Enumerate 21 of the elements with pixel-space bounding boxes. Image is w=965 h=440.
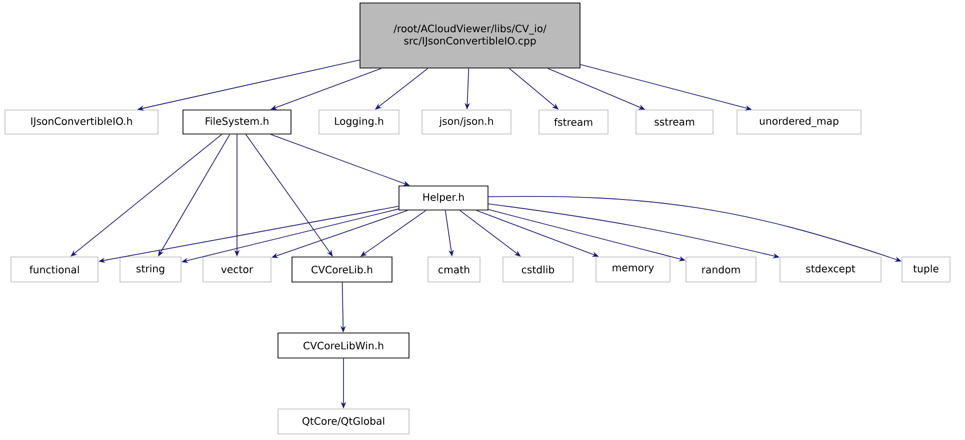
header-box: tuple [902,256,950,282]
header-box: cmath [428,256,480,282]
header-box: stdexcept [780,256,882,282]
header-box: cstdlib [502,256,574,282]
header-box: CVCoreLib.h [292,256,392,282]
header-box: Helper.h [398,186,488,210]
header-box: sstream [636,110,714,134]
header-box: CVCoreLibWin.h [278,332,410,358]
header-box: unordered_map [736,110,862,134]
header-box: vector [202,256,272,282]
header-box: functional [10,256,98,282]
file-box: /root/ACloudViewer/libs/CV_io/src/IJsonConvertibleIO.cpp [360,2,580,68]
header-box: IJsonConvertibleIO.h [4,110,158,134]
header-box: fstream [538,110,608,134]
header-box: string [120,256,182,282]
header-box: memory [596,256,670,282]
header-box: json/json.h [422,110,512,134]
header-box: Logging.h [318,110,400,134]
header-box: random [686,256,756,282]
header-box: FileSystem.h [182,110,292,134]
header-box: QtCore/QtGlobal [278,408,410,434]
